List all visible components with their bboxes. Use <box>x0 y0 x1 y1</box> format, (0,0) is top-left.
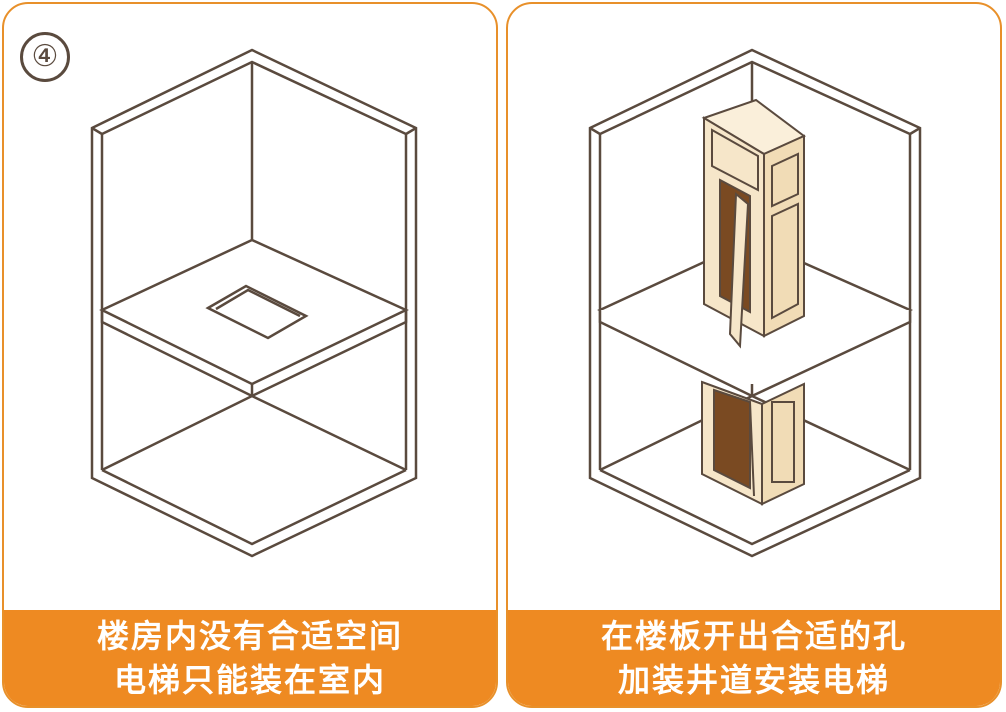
step-number-badge: ④ <box>20 32 70 82</box>
room-with-elevator-shaft-illustration <box>588 48 922 558</box>
room-with-floor-hole-illustration <box>90 48 418 558</box>
panel-before: ④ 楼房内没有合适空间 电梯只能装在室内 <box>2 2 498 708</box>
floor-slab <box>99 238 409 386</box>
caption-banner: 楼房内没有合适空间 电梯只能装在室内 <box>4 610 496 706</box>
elevator-shaft-upper <box>701 98 806 349</box>
room-outline <box>90 48 418 558</box>
caption-banner: 在楼板开出合适的孔 加装井道安装电梯 <box>508 610 1000 706</box>
caption-line-1: 楼房内没有合适空间 <box>96 617 403 655</box>
caption-line-1: 在楼板开出合适的孔 <box>600 617 907 655</box>
caption-line-2: 电梯只能装在室内 <box>113 661 386 699</box>
elevator-shaft-lower <box>701 380 805 506</box>
panel-after: 在楼板开出合适的孔 加装井道安装电梯 <box>506 2 1002 708</box>
caption-line-2: 加装井道安装电梯 <box>617 661 890 699</box>
room-outline <box>588 48 922 558</box>
floor-hole <box>205 284 309 340</box>
